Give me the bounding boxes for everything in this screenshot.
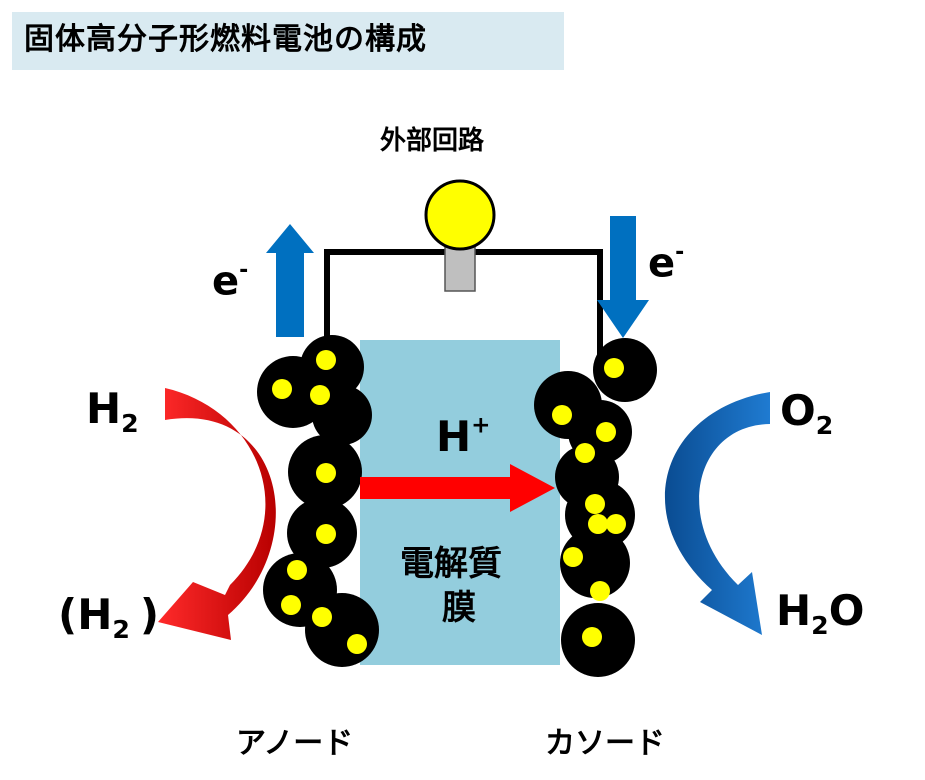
light-bulb-icon [424,179,496,292]
electron-left-text: e [212,258,240,305]
page-title: 固体高分子形燃料電池の構成 [24,22,427,57]
electron-left-label: e- [212,258,248,305]
cathode-label: カソード [545,726,665,761]
electron-right-text: e [648,240,676,287]
water-sub: 2 [811,610,829,640]
hydrogen-curved-arrow-icon [158,388,276,640]
oxygen-in-sub: 2 [815,410,834,440]
water-o-letter: O [828,586,865,635]
water-h-letter: H [776,586,812,635]
electron-right-sup: - [675,240,685,265]
anode-label: アノード [236,726,354,761]
proton-sup: + [471,412,491,439]
title-box [12,12,564,70]
electron-right-label: e- [648,240,684,287]
electron-up-arrow-icon [266,224,314,337]
oxygen-curved-arrow-icon [664,392,770,635]
anode-catalyst-layer [257,335,379,667]
membrane-label-line2: 膜 [442,588,476,628]
hydrogen-out-open: (H [58,590,113,639]
membrane-label-line1: 電解質 [400,544,502,584]
hydrogen-in-sub: 2 [121,408,139,438]
proton-letter: H [436,412,472,461]
electron-left-sup: - [239,258,249,283]
hydrogen-out-close: ) [139,590,160,639]
oxygen-in-label: O2 [780,386,833,440]
hydrogen-out-label: (H2) [58,590,159,644]
electron-down-arrow-icon [597,216,649,338]
proton-label: H+ [436,412,491,461]
oxygen-in-letter: O [780,386,816,435]
hydrogen-in-letter: H [86,384,122,433]
external-circuit-label: 外部回路 [380,126,485,156]
cathode-catalyst-layer [534,338,657,677]
water-out-label: H2O [776,586,864,640]
proton-arrow-icon [360,464,555,512]
hydrogen-in-label: H2 [86,384,139,438]
hydrogen-out-sub: 2 [112,614,130,644]
